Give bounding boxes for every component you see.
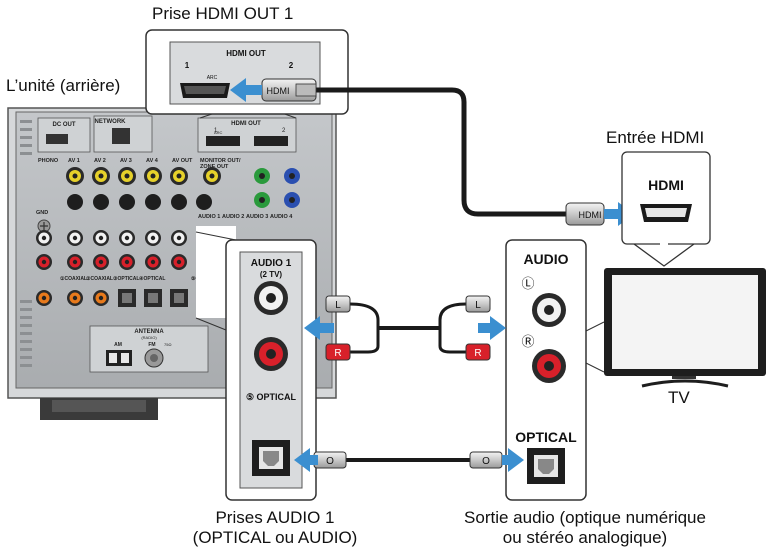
gnd-label: GND: [36, 210, 48, 216]
arrow-left-icon: [230, 78, 262, 102]
tv-left-marker: Ⓛ: [521, 276, 534, 291]
tv-audio-title: AUDIO: [523, 251, 568, 267]
antenna-label: ANTENNA: [134, 329, 164, 335]
arrow-right-icon: [478, 316, 506, 340]
optical-plug-label-receiver: O: [326, 456, 334, 467]
audio1-optical-label: ⑤ OPTICAL: [246, 392, 297, 402]
tv-label: TV: [668, 388, 690, 407]
left-plug-label-receiver: L: [335, 300, 341, 311]
audio4-panel-label: AUDIO 4: [270, 214, 293, 220]
zone-out-label: ZONE OUT: [200, 164, 229, 170]
panel-hdmi-out-label: HDMI OUT: [231, 121, 261, 127]
am-label: AM: [114, 342, 122, 348]
monitor-out-label: MONITOR OUT/: [200, 158, 241, 164]
coaxial1-label: ①COAXIAL: [60, 276, 87, 282]
audio1-jacks-caption: Prises AUDIO 1 (OPTICAL ou AUDIO): [150, 508, 400, 548]
panel-hdmi-2: 2: [282, 128, 286, 134]
component-jacks: [254, 168, 300, 208]
panel-hdmi-port-2: [254, 136, 288, 146]
radio-label: (RADIO): [141, 335, 157, 340]
fm-ohm-label: 75Ω: [164, 342, 171, 347]
tv-hdmi-title: HDMI: [648, 177, 684, 193]
av-yellow-jacks: [66, 167, 221, 185]
hdmi-plug-label-receiver: HDMI: [267, 86, 290, 96]
tv-optical-title: OPTICAL: [515, 429, 577, 445]
stereo-rca-cable: L R L R: [325, 295, 491, 361]
rca-plug-right-receiver: [325, 343, 351, 361]
arrow-right-icon: [502, 448, 524, 472]
optical-port-icon: [527, 448, 565, 484]
audio1-title: AUDIO 1: [251, 258, 292, 269]
av4-label: AV 4: [146, 158, 159, 164]
phono-label: PHONO: [38, 158, 59, 164]
hdmi-input-title: Entrée HDMI: [606, 128, 705, 147]
rca-jack-icon: [254, 281, 288, 315]
panel-hdmi-1: 1: [214, 128, 218, 134]
hdmi-out-jack-title: Prise HDMI OUT 1: [152, 4, 294, 23]
vent-slits: [20, 120, 32, 367]
audio1-subtitle: (2 TV): [260, 270, 283, 279]
av-out-label: AV OUT: [172, 158, 193, 164]
audio1-panel-label: AUDIO 1: [198, 214, 220, 220]
tv-output-caption: Sortie audio (optique numérique ou stéré…: [410, 508, 760, 548]
rca-jack-icon: [254, 337, 288, 371]
optical-port-icon: [252, 440, 290, 476]
tv-audio-callout: AUDIO Ⓛ Ⓡ OPTICAL: [505, 239, 605, 501]
right-plug-label-receiver: R: [334, 348, 341, 359]
optical4-label: ④OPTICAL: [139, 276, 165, 282]
tv-hdmi-callout: HDMI: [621, 151, 711, 267]
fm-label: FM: [148, 342, 155, 348]
network-label: NETWORK: [95, 119, 127, 125]
s-video-jacks: [67, 194, 212, 210]
usb-port: [46, 134, 68, 144]
optical-cable: O O: [313, 451, 503, 469]
network-port: [112, 128, 130, 144]
arc-label: ARC: [207, 75, 218, 81]
panel-hdmi-port-1: [206, 136, 240, 146]
hdmi-out-port2-label: 2: [289, 61, 294, 70]
audio1-jacks-line2: (OPTICAL ou AUDIO): [192, 528, 358, 547]
hdmi-out-callout: HDMI OUT 1 2 ARC: [145, 29, 349, 119]
arrow-left-icon: [304, 316, 334, 340]
right-plug-label-tv: R: [474, 348, 481, 359]
coaxial2-label: ②COAXIAL: [86, 276, 113, 282]
tv-output-line1: Sortie audio (optique numérique: [464, 508, 706, 527]
av2-label: AV 2: [94, 158, 106, 164]
panel-arc: ARC: [214, 130, 223, 135]
unit-rear-label: L’unité (arrière): [6, 76, 121, 95]
tv-output-line2: ou stéréo analogique): [502, 528, 668, 547]
arrow-left-icon: [294, 448, 318, 472]
rca-plug-left-tv: [465, 295, 491, 313]
hdmi-cable: HDMI HDMI: [261, 78, 605, 226]
optical-plug-label-tv: O: [482, 456, 490, 467]
hdmi-plug-label-tv: HDMI: [579, 210, 602, 220]
arrow-right-icon: [604, 202, 634, 226]
dc-out-label: DC OUT: [53, 122, 76, 128]
audio2-panel-label: AUDIO 2: [222, 214, 244, 220]
audio3-panel-label: AUDIO 3: [246, 214, 268, 220]
tv-icon: [604, 268, 766, 388]
optical3-label: ③OPTICAL: [113, 276, 139, 282]
audio1-jacks-line1: Prises AUDIO 1: [215, 508, 335, 527]
rca-plug-left-receiver: [325, 295, 351, 313]
hdmi-out-port1-label: 1: [185, 61, 190, 70]
hdmi-out-header: HDMI OUT: [226, 49, 266, 58]
av1-label: AV 1: [68, 158, 80, 164]
rca-plug-right-tv: [465, 343, 491, 361]
av3-label: AV 3: [120, 158, 132, 164]
tv-right-marker: Ⓡ: [521, 334, 534, 349]
left-plug-label-tv: L: [475, 300, 481, 311]
rca-jack-icon: [532, 293, 566, 327]
audio1-callout: AUDIO 1 (2 TV) ⑤ OPTICAL: [195, 226, 317, 501]
rca-jack-icon: [532, 349, 566, 383]
